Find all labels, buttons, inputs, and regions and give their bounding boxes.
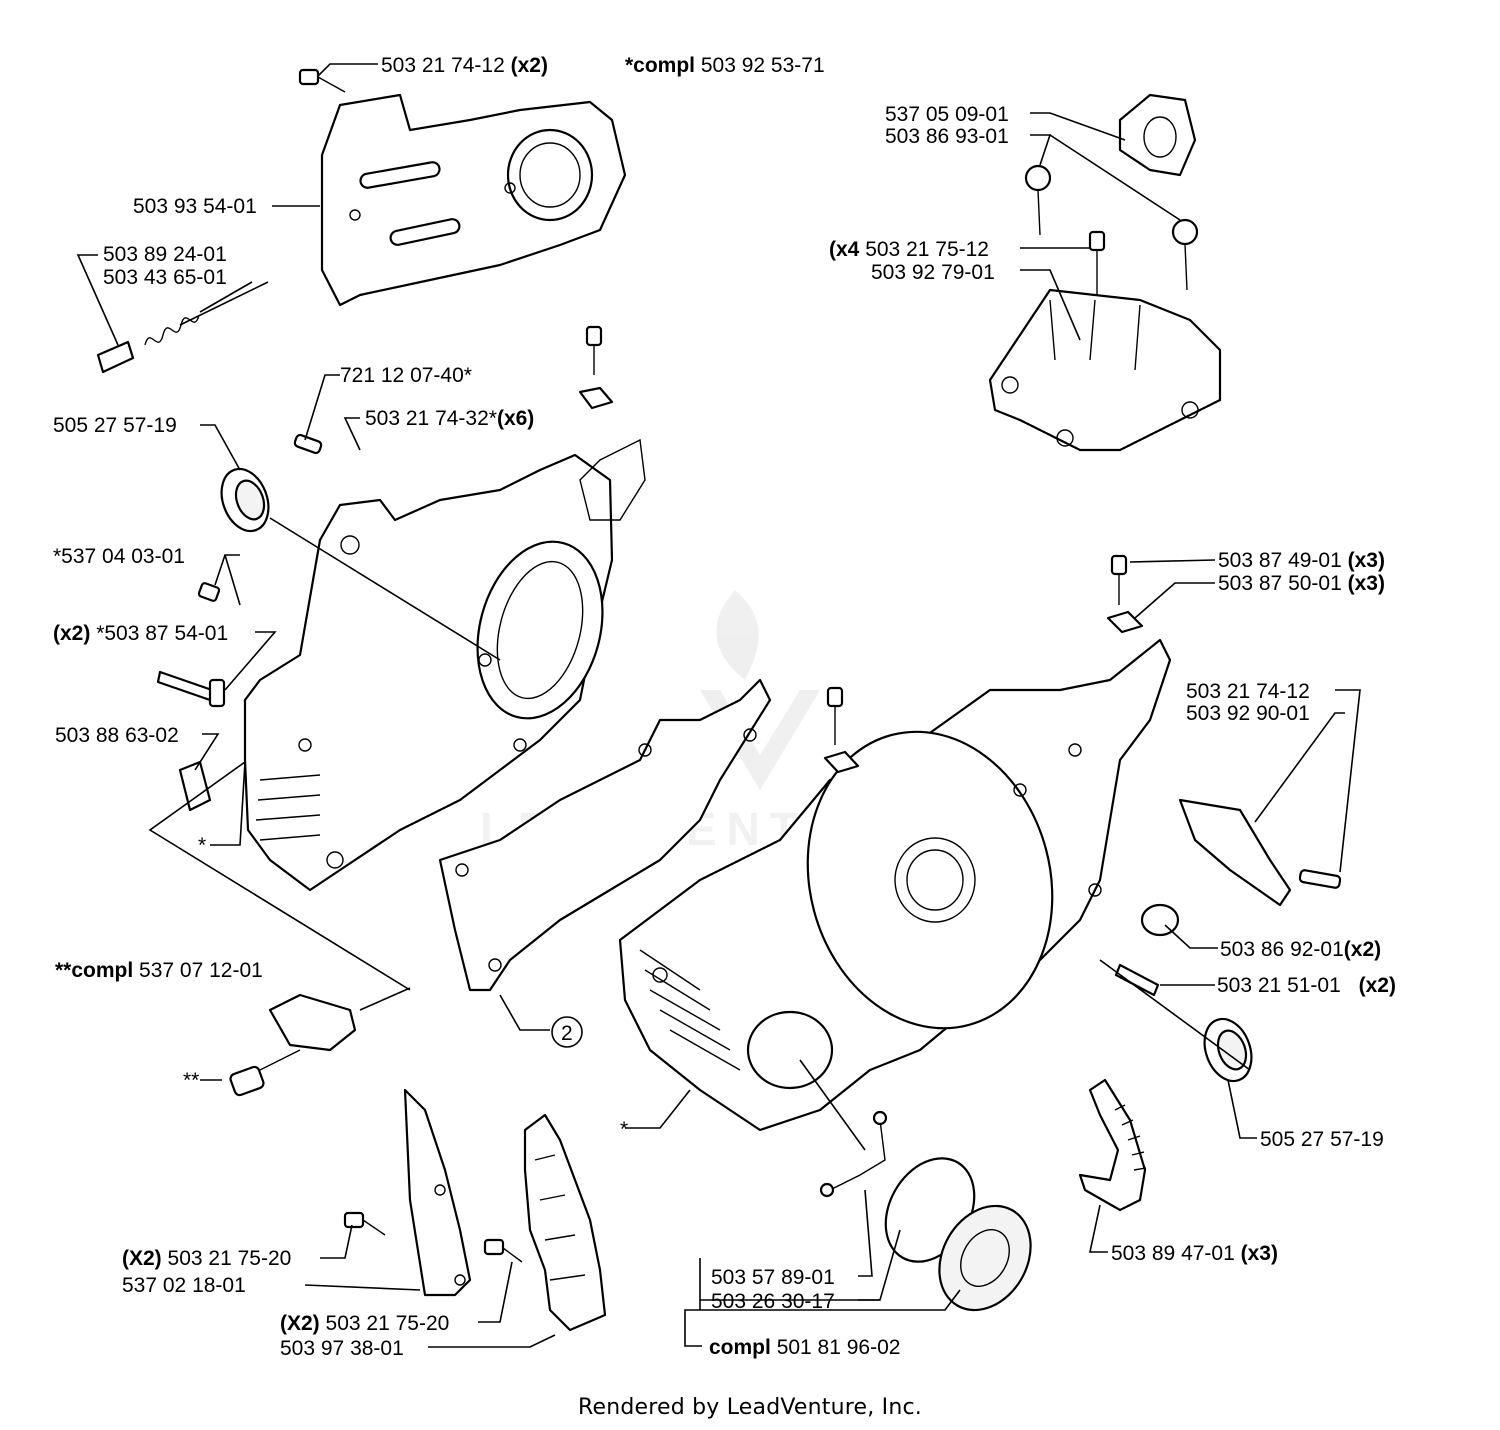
air-filter-part [1118, 93, 1197, 177]
part-number-label: 503 93 54-01 [133, 195, 257, 218]
screw-part [1088, 230, 1106, 300]
gasket-part [438, 678, 772, 992]
part-number-label: 503 21 74-12 [1186, 680, 1310, 703]
screw-part [343, 1211, 523, 1263]
part-number-label: 505 27 57-19 [1260, 1128, 1384, 1151]
part-number-label: (X2) 503 21 75-20 [122, 1247, 291, 1270]
screw-part [298, 68, 346, 93]
part-number-label: **compl 537 07 12-01 [55, 959, 263, 982]
part-number-label: * [198, 834, 206, 857]
part-number-label: 503 87 50-01 (x3) [1218, 572, 1385, 595]
crankcase-right-part [618, 638, 1172, 1132]
screw-part [1106, 554, 1144, 634]
fuel-cap-part [819, 1110, 1032, 1312]
bumper-spike-part [523, 1113, 607, 1332]
part-number-label: 503 92 90-01 [1186, 702, 1310, 725]
part-number-label: 503 86 93-01 [885, 125, 1009, 148]
oil-seal-part [220, 467, 270, 533]
part-number-label: 503 57 89-01 [711, 1266, 835, 1289]
part-number-label: 503 97 38-01 [280, 1337, 404, 1360]
bushing-part [1114, 903, 1180, 997]
part-number-label: 505 27 57-19 [53, 414, 177, 437]
part-number-label: 503 88 63-02 [55, 724, 179, 747]
crankcase-left-part [243, 438, 646, 892]
part-number-label: * [620, 1118, 628, 1141]
cover-plate-part [1178, 798, 1342, 907]
bolt-part [156, 670, 226, 708]
part-number-label: 503 43 65-01 [103, 266, 227, 289]
part-number-label: 537 05 09-01 [885, 103, 1009, 126]
part-number-label: 503 21 74-32*(x6) [365, 407, 534, 430]
clutch-cover-part [320, 93, 627, 307]
bar-plate-part [403, 1088, 472, 1297]
part-number-label: 537 02 18-01 [122, 1274, 246, 1297]
part-number-label: *compl 503 92 53-71 [625, 54, 825, 77]
part-labels: 503 21 74-12 (x2) *compl 503 92 53-71 53… [53, 54, 1396, 1360]
chain-tensioner-part [229, 993, 357, 1097]
carb-base-part [988, 288, 1222, 452]
screw-part [823, 686, 860, 774]
part-number-label: 503 86 92-01(x2) [1220, 938, 1381, 961]
screw-part [578, 325, 614, 410]
knob-part [1024, 164, 1199, 291]
footer-credit: Rendered by LeadVenture, Inc. [578, 1395, 922, 1420]
part-number-label: *537 04 03-01 [53, 545, 185, 568]
bracket-part [178, 760, 212, 812]
part-number-label: 503 26 30-17 [711, 1290, 835, 1313]
part-number-label: (X2) 503 21 75-20 [280, 1312, 449, 1335]
part-number-label: 503 87 49-01 (x3) [1218, 549, 1385, 572]
part-number-label: 503 89 24-01 [103, 243, 227, 266]
callout-circle [551, 1016, 583, 1048]
part-number-label: 721 12 07-40* [340, 364, 472, 387]
part-number-label: 503 21 74-12 (x2) [381, 54, 548, 77]
leader-lines [76, 63, 1361, 1348]
oil-seal-part [1203, 1017, 1253, 1083]
pin-part [197, 433, 323, 602]
part-number-label: 503 89 47-01 (x3) [1111, 1242, 1278, 1265]
chain-catcher-part [1078, 1078, 1147, 1212]
part-number-label: (x2) *503 87 54-01 [53, 622, 228, 645]
part-number-label: 503 21 51-01 (x2) [1217, 974, 1396, 997]
part-number-label: compl 501 81 96-02 [709, 1336, 900, 1359]
part-number-label: ** [183, 1069, 199, 1092]
part-number-label: (x4 503 21 75-12 [829, 238, 989, 261]
callout-number: 2 [561, 1022, 573, 1045]
part-number-label: 503 92 79-01 [871, 261, 995, 284]
